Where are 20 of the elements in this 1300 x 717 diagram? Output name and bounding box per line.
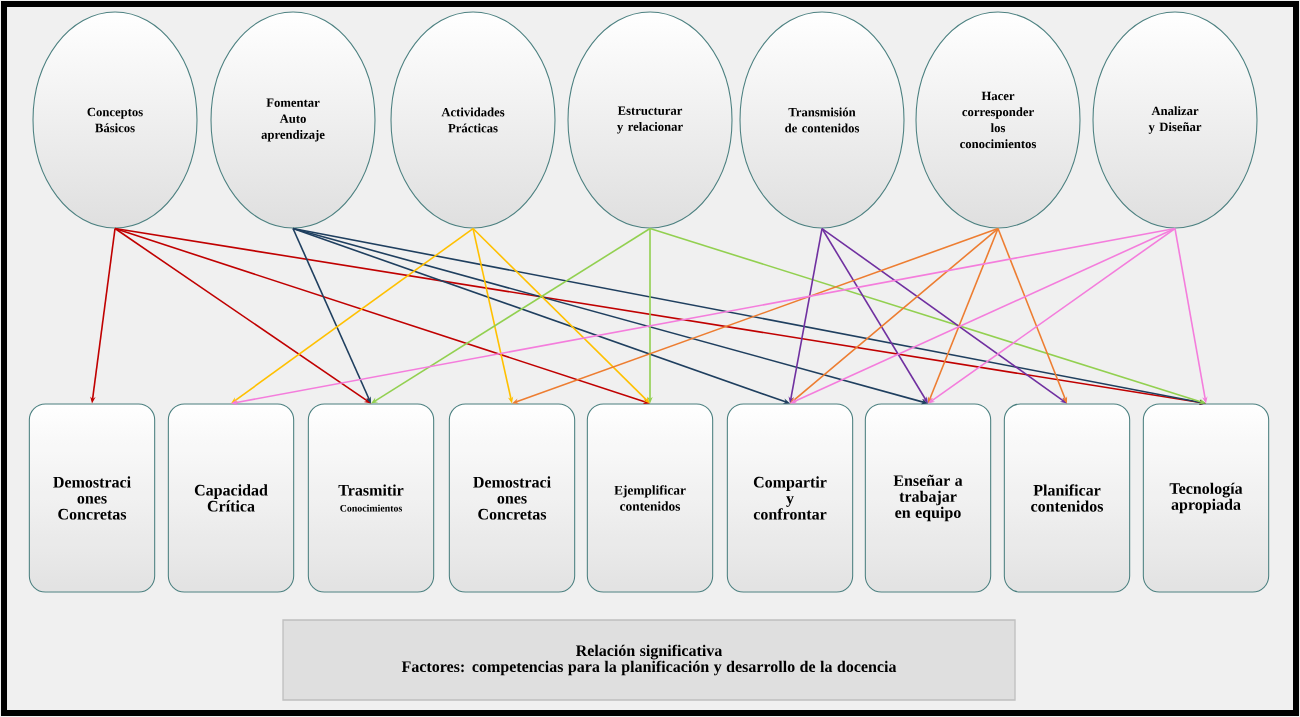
arrow — [292, 227, 790, 404]
arrow — [790, 227, 1176, 404]
arrow — [928, 227, 1176, 404]
arrow — [821, 227, 1067, 404]
competence-box: Enseñar a trabajar en equipo — [864, 403, 992, 593]
arrow — [371, 227, 651, 404]
competence-box: Tecnología apropiada — [1142, 403, 1270, 593]
arrow — [512, 227, 999, 404]
arrow — [114, 227, 650, 404]
competence-box: Demostraci ones Concretas — [448, 403, 576, 593]
arrow — [790, 227, 999, 404]
competence-box: Compartir y confrontar — [726, 403, 854, 593]
competence-box: Ejemplificar contenidos — [586, 403, 714, 593]
arrow — [114, 227, 371, 404]
competence-box: Planificar contenidos — [1003, 403, 1131, 593]
competence-box: Trasmitir Conocimientos — [307, 403, 435, 593]
caption-box: Relación significativa Factores: competencias para la planificación y desarrollo de la docencia — [282, 619, 1016, 701]
arrow — [231, 227, 474, 404]
competence-box: Demostraci ones Concretas — [28, 403, 156, 593]
competence-box: Capacidad Crítica — [167, 403, 295, 593]
